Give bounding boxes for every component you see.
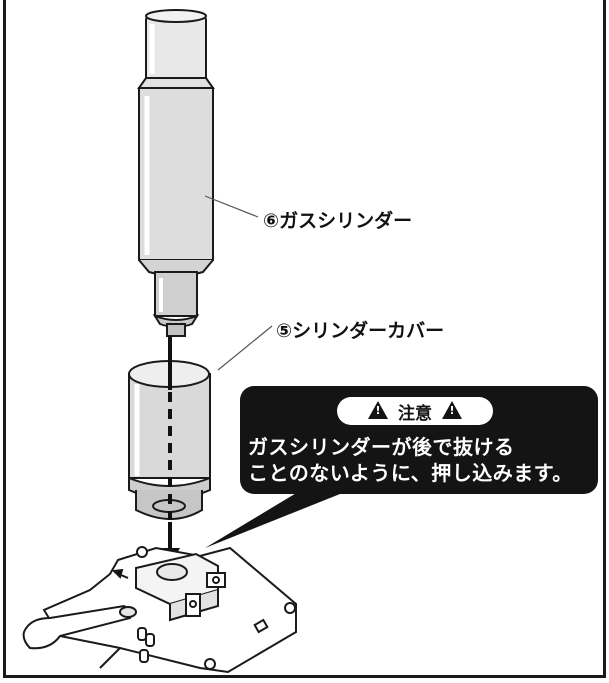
label-cylinder-cover: ⑤シリンダーカバー [276,320,445,342]
seat-mechanism-plate [22,546,297,674]
caution-panel: ! 注意 ! ガスシリンダーが後で抜ける ことのないように、押し込みます。 [240,386,598,494]
caution-pointer [205,492,345,548]
leader-cylinder-cover [217,325,273,371]
warning-triangle-icon: ! [442,401,462,419]
caution-text-line-2: ことのないように、押し込みます。 [248,461,573,485]
caution-text-line-1: ガスシリンダーが後で抜ける [248,435,515,459]
frame-border-right [603,0,606,676]
leader-gas-cylinder [204,195,259,218]
frame-border-left [3,0,6,676]
gas-cylinder [137,9,215,337]
caution-heading: ! 注意 ! [337,397,493,425]
label-gas-cylinder: ⑥ガスシリンダー [263,210,413,232]
warning-triangle-icon: ! [368,401,388,419]
caution-title: 注意 [398,403,432,424]
frame-border-bottom [3,675,606,678]
